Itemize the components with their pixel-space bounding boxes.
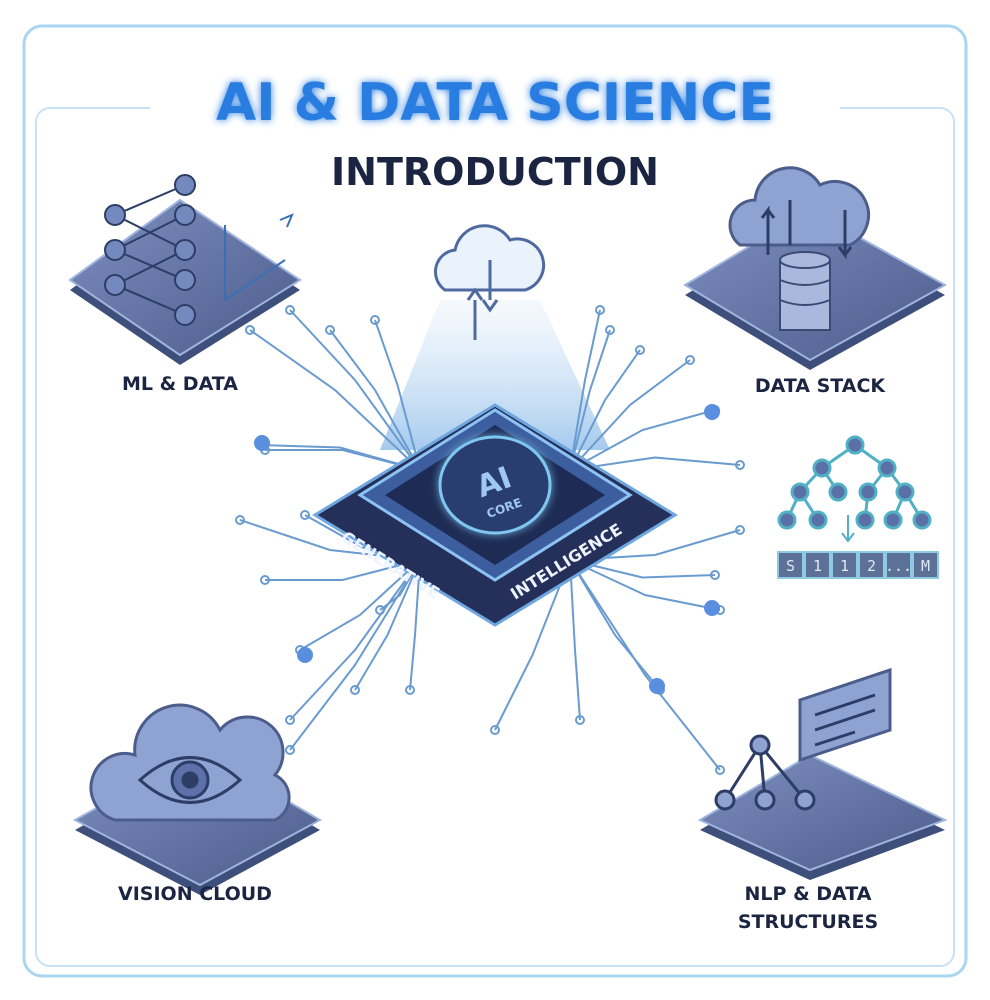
circuit-trace: [569, 329, 611, 471]
array-cell-value: 2: [867, 557, 876, 575]
trace-terminal: [260, 575, 270, 585]
array-cell-value: ...: [885, 557, 912, 575]
tree-node: [858, 482, 878, 502]
page-subtitle: INTRODUCTION: [331, 150, 659, 194]
trace-terminal: [710, 570, 720, 580]
circuit-trace: [299, 559, 421, 651]
circuit-trace: [569, 309, 601, 471]
circuit-trace: [259, 444, 421, 471]
trend-chart-icon: [224, 213, 294, 301]
ai-core-chip: AI CORE GENERATIVE INTELLIGENCE: [312, 403, 678, 627]
tree-node: [912, 510, 932, 530]
array-cell: [831, 551, 858, 579]
array-cell: [777, 551, 804, 579]
trace-terminal: [735, 525, 745, 535]
tree-node: [808, 510, 828, 530]
database-icon: [779, 251, 831, 331]
ml-data-module: [68, 174, 302, 365]
eye-icon: [137, 756, 243, 804]
circuit-trace: [569, 559, 721, 771]
trace-terminal: [350, 685, 360, 695]
light-beam: [380, 300, 610, 450]
circuit-trace: [569, 409, 716, 471]
circuit-trace: [494, 559, 571, 731]
circuit-trace: [354, 559, 421, 691]
glow-node: [704, 600, 720, 616]
tree-node: [855, 510, 875, 530]
nlp-label-line2: STRUCTURES: [738, 911, 878, 933]
trace-terminal: [635, 345, 645, 355]
circuit-trace: [569, 456, 741, 471]
trace-terminal: [235, 515, 245, 525]
tree-node: [812, 458, 832, 478]
vision-cloud-label: VISION CLOUD: [118, 883, 272, 905]
trace-terminal: [285, 305, 295, 315]
trace-terminal: [325, 325, 335, 335]
cloud-icon: [728, 166, 871, 247]
data-stack-module: [683, 166, 948, 370]
page-title: AI & DATA SCIENCE: [216, 73, 774, 133]
array-cell-value: M: [921, 557, 930, 575]
trace-terminal: [285, 715, 295, 725]
circuit-trace: [249, 329, 421, 471]
circuit-trace: [569, 559, 721, 611]
trace-terminal: [595, 305, 605, 315]
nlp-module: [697, 667, 948, 880]
array-cell: [858, 551, 885, 579]
trace-terminal: [300, 510, 310, 520]
trace-terminal: [375, 605, 385, 615]
circuit-trace: [569, 559, 661, 691]
outer-frame: [22, 24, 968, 978]
circuit-trace: [289, 559, 421, 721]
trace-terminal: [605, 325, 615, 335]
trace-terminal: [685, 355, 695, 365]
glow-node: [254, 435, 270, 451]
circuit-trace: [569, 349, 641, 471]
array-cell-value: S: [786, 557, 795, 575]
trace-terminal: [245, 325, 255, 335]
tree-node: [828, 482, 848, 502]
glow-node: [704, 404, 720, 420]
tree-structure-icon: [777, 435, 932, 530]
neural-network-icon: [104, 174, 196, 326]
array-cell: [912, 551, 939, 579]
tree-node: [777, 510, 797, 530]
tree-node: [790, 482, 810, 502]
tree-node: [877, 458, 897, 478]
circuit-traces: [235, 305, 745, 775]
array-cell-value: 1: [840, 557, 849, 575]
circuit-trace: [569, 559, 581, 721]
array-cell: [804, 551, 831, 579]
circuit-trace: [569, 359, 691, 471]
circuit-trace: [409, 559, 421, 691]
trace-terminal: [405, 685, 415, 695]
circuit-trace: [374, 319, 421, 471]
tree-node: [845, 435, 865, 455]
vision-cloud-module: [72, 703, 323, 895]
array-cell: [885, 551, 912, 579]
data-stack-label: DATA STACK: [755, 375, 887, 397]
trace-terminal: [490, 725, 500, 735]
trace-terminal: [285, 745, 295, 755]
glow-node: [297, 647, 313, 663]
ml-data-label: ML & DATA: [122, 373, 238, 395]
circuit-trace: [265, 559, 421, 581]
arrow-down-icon: [841, 515, 855, 543]
trace-terminal: [575, 715, 585, 725]
parse-tree-icon: [714, 734, 816, 811]
trace-terminal: [370, 315, 380, 325]
chat-bubble-icon: [798, 667, 892, 763]
trace-terminal: [735, 460, 745, 470]
circuit-trace: [289, 309, 421, 471]
trace-terminal: [715, 765, 725, 775]
nlp-label-line1: NLP & DATA: [745, 883, 872, 905]
glow-node: [649, 678, 665, 694]
sync-arrows-icon: [760, 200, 853, 260]
tree-node: [895, 482, 915, 502]
array-cell-value: 1: [813, 557, 822, 575]
cloud-upload-icon: [434, 224, 546, 340]
tree-node: [883, 510, 903, 530]
circuit-trace: [329, 329, 421, 471]
